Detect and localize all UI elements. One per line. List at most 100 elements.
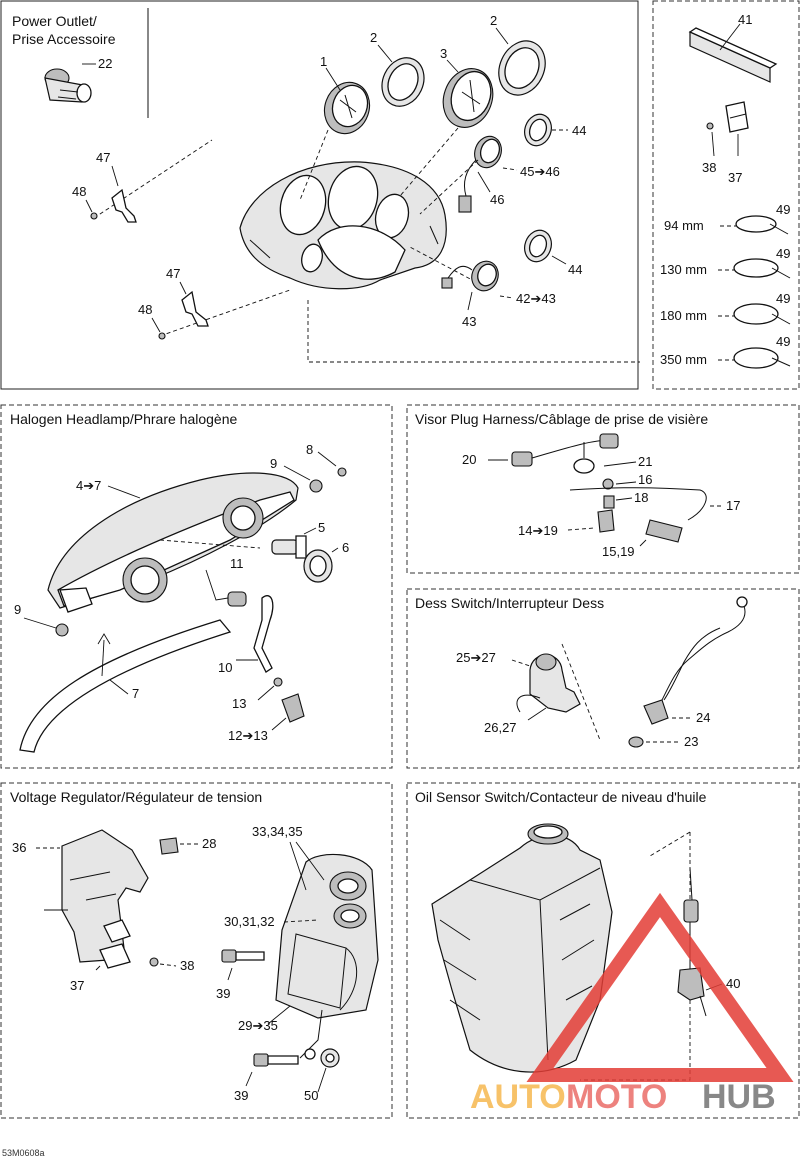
callout-37-straps: 37 <box>728 170 742 185</box>
callout-48a: 48 <box>72 184 86 199</box>
callout-17: 17 <box>726 498 740 513</box>
callout-50: 50 <box>304 1088 318 1103</box>
clip-37-part <box>706 101 749 133</box>
callout-13: 13 <box>232 696 246 711</box>
callout-29-35: 29➔35 <box>238 1018 278 1033</box>
callout-3: 3 <box>440 46 447 61</box>
power-outlet-title-line2: Prise Accessoire <box>12 31 116 47</box>
ring-2a-part <box>381 57 425 107</box>
callout-40: 40 <box>726 976 740 991</box>
callout-47a: 47 <box>96 150 110 165</box>
callout-6: 6 <box>342 540 349 555</box>
callout-49a: 49 <box>776 202 790 217</box>
callout-15-19: 15,19 <box>602 544 635 559</box>
callout-44b: 44 <box>568 262 582 277</box>
oil-title: Oil Sensor Switch/Contacteur de niveau d… <box>415 789 707 805</box>
harness-20-part <box>511 433 619 467</box>
callout-18: 18 <box>634 490 648 505</box>
grommet-9a-part <box>309 479 323 493</box>
oil-center-line-2 <box>649 831 691 857</box>
callout-5: 5 <box>318 520 325 535</box>
callout-36: 36 <box>12 840 26 855</box>
strap-350-part <box>733 347 791 369</box>
callout-14-19: 14➔19 <box>518 523 558 538</box>
grommet-9b-part <box>55 623 69 637</box>
callout-2b: 2 <box>490 13 497 28</box>
callout-39b: 39 <box>234 1088 248 1103</box>
bulb-5-part <box>271 535 307 559</box>
dess-panel-frame <box>406 588 800 769</box>
watermark-hub: HUB <box>702 1078 776 1116</box>
callout-8: 8 <box>306 442 313 457</box>
callout-38-voltage: 38 <box>180 958 194 973</box>
callout-37-voltage: 37 <box>70 978 84 993</box>
dess-title: Dess Switch/Interrupteur Dess <box>415 595 604 611</box>
cap-21-part <box>573 442 595 474</box>
strap-130-length: 130 mm <box>660 262 707 277</box>
power-outlet-part <box>44 68 92 103</box>
watermark-auto: AUTO <box>470 1078 566 1116</box>
bracket-36-part <box>61 829 149 969</box>
callout-30-31-32: 30,31,32 <box>224 914 275 929</box>
callout-45-46: 45➔46 <box>520 164 560 179</box>
callout-28: 28 <box>202 836 216 851</box>
strap-94-length: 94 mm <box>664 218 704 233</box>
callout-49c: 49 <box>776 291 790 306</box>
gauge-housing-part <box>239 161 447 290</box>
bracket-47b-part <box>158 290 209 340</box>
power-outlet-title-line1: Power Outlet/ <box>12 13 97 29</box>
watermark-logo: AUTO MOTO HUB <box>470 892 794 1116</box>
nut-50-part <box>320 1048 340 1068</box>
callout-9a: 9 <box>270 456 277 471</box>
ring-2b-part <box>498 40 546 96</box>
dess-switch-part <box>516 653 581 713</box>
callout-4-7: 4➔7 <box>76 478 101 493</box>
callout-16: 16 <box>638 472 652 487</box>
connector-15-part <box>645 519 683 543</box>
callout-20: 20 <box>462 452 476 467</box>
voltage-title: Voltage Regulator/Régulateur de tension <box>10 789 262 805</box>
nut-8-part <box>337 467 347 477</box>
gauge-45-part <box>458 135 502 213</box>
callout-22: 22 <box>98 56 112 71</box>
callout-42-43: 42➔43 <box>516 291 556 306</box>
bulb-line <box>159 539 261 549</box>
callout-2a: 2 <box>370 30 377 45</box>
visor-panel-frame <box>406 404 800 574</box>
callout-33-34-35: 33,34,35 <box>252 824 303 839</box>
callout-44a: 44 <box>572 123 586 138</box>
callout-38-straps: 38 <box>702 160 716 175</box>
strap-94-part <box>735 215 789 235</box>
callout-11: 11 <box>230 556 244 571</box>
callout-23: 23 <box>684 734 698 749</box>
callout-26-27: 26,27 <box>484 720 517 735</box>
sticker-41-part <box>688 27 778 83</box>
socket-14-part <box>597 509 615 533</box>
ring-6-part <box>303 549 333 583</box>
grommet-11-part <box>227 591 247 607</box>
bracket-47a-part <box>90 188 137 223</box>
callout-10: 10 <box>218 660 232 675</box>
callout-43: 43 <box>462 314 476 329</box>
callout-46: 46 <box>490 192 504 207</box>
bolt-39a-part <box>221 949 265 963</box>
strap-350-length: 350 mm <box>660 352 707 367</box>
callout-1: 1 <box>320 54 327 69</box>
nut-16-part <box>602 478 614 490</box>
oil-tank-part <box>431 823 613 1073</box>
callout-21: 21 <box>638 454 652 469</box>
callout-47b: 47 <box>166 266 180 281</box>
callout-48b: 48 <box>138 302 152 317</box>
screw-28-part <box>159 837 179 855</box>
gauge-1-part <box>323 81 371 135</box>
lanyard-24-part <box>643 596 748 725</box>
callout-39a: 39 <box>216 986 230 1001</box>
screw-38-volt-part <box>149 957 159 967</box>
washer-18-part <box>603 495 615 509</box>
straps-panel-frame <box>652 0 800 390</box>
voltage-panel-frame <box>0 782 393 1119</box>
callout-49d: 49 <box>776 334 790 349</box>
strap-180-length: 180 mm <box>660 308 707 323</box>
callout-7: 7 <box>132 686 139 701</box>
